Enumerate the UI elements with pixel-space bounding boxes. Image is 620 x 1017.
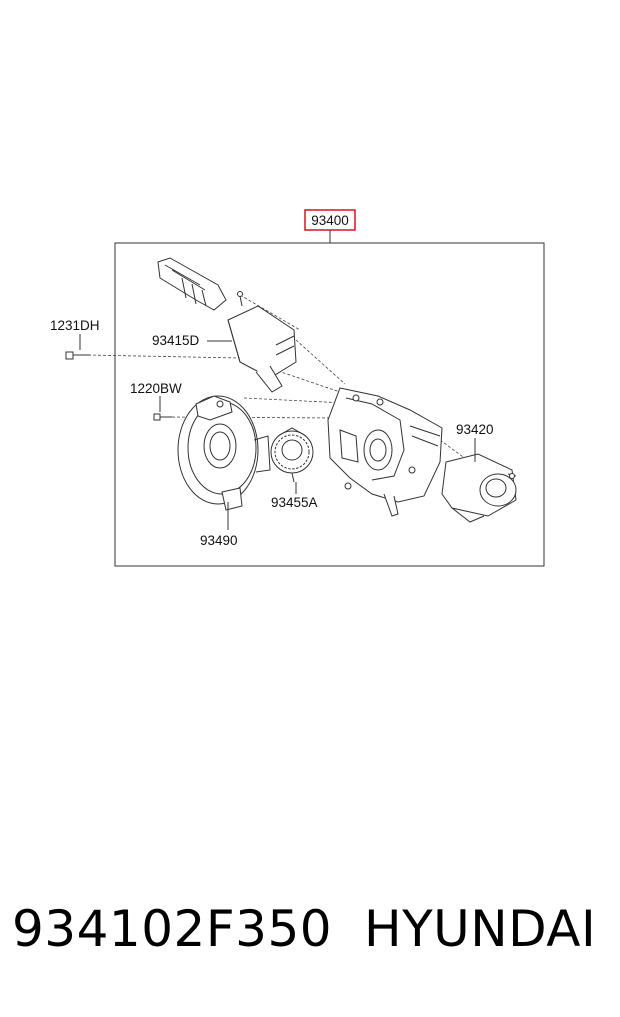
angle-sensor-part[interactable]	[270, 427, 314, 483]
callout-leaders	[79, 334, 476, 530]
part-footer: 934102F350 HYUNDAI	[0, 900, 620, 980]
screw-1220bw-part[interactable]	[153, 413, 172, 421]
multifunction-switch-part[interactable]	[157, 257, 297, 393]
callout-1231dh[interactable]: 1231DH	[50, 318, 100, 333]
ignition-switch-part[interactable]	[441, 453, 517, 523]
assembly-label[interactable]: 93400	[311, 213, 349, 228]
brand-name: HYUNDAI	[364, 900, 597, 958]
callout-93415d[interactable]: 93415D	[152, 333, 200, 348]
part-number: 934102F350	[12, 900, 333, 958]
callout-93490[interactable]: 93490	[200, 533, 238, 548]
bolt-1231dh-part[interactable]	[65, 351, 90, 360]
callout-93455a[interactable]: 93455A	[271, 495, 318, 510]
switch-body-part[interactable]	[327, 387, 443, 517]
callout-93420[interactable]: 93420	[456, 422, 494, 437]
exploded-parts-diagram: 93400	[50, 209, 545, 567]
clock-spring-part[interactable]	[177, 395, 271, 511]
callout-1220bw[interactable]: 1220BW	[130, 381, 182, 396]
